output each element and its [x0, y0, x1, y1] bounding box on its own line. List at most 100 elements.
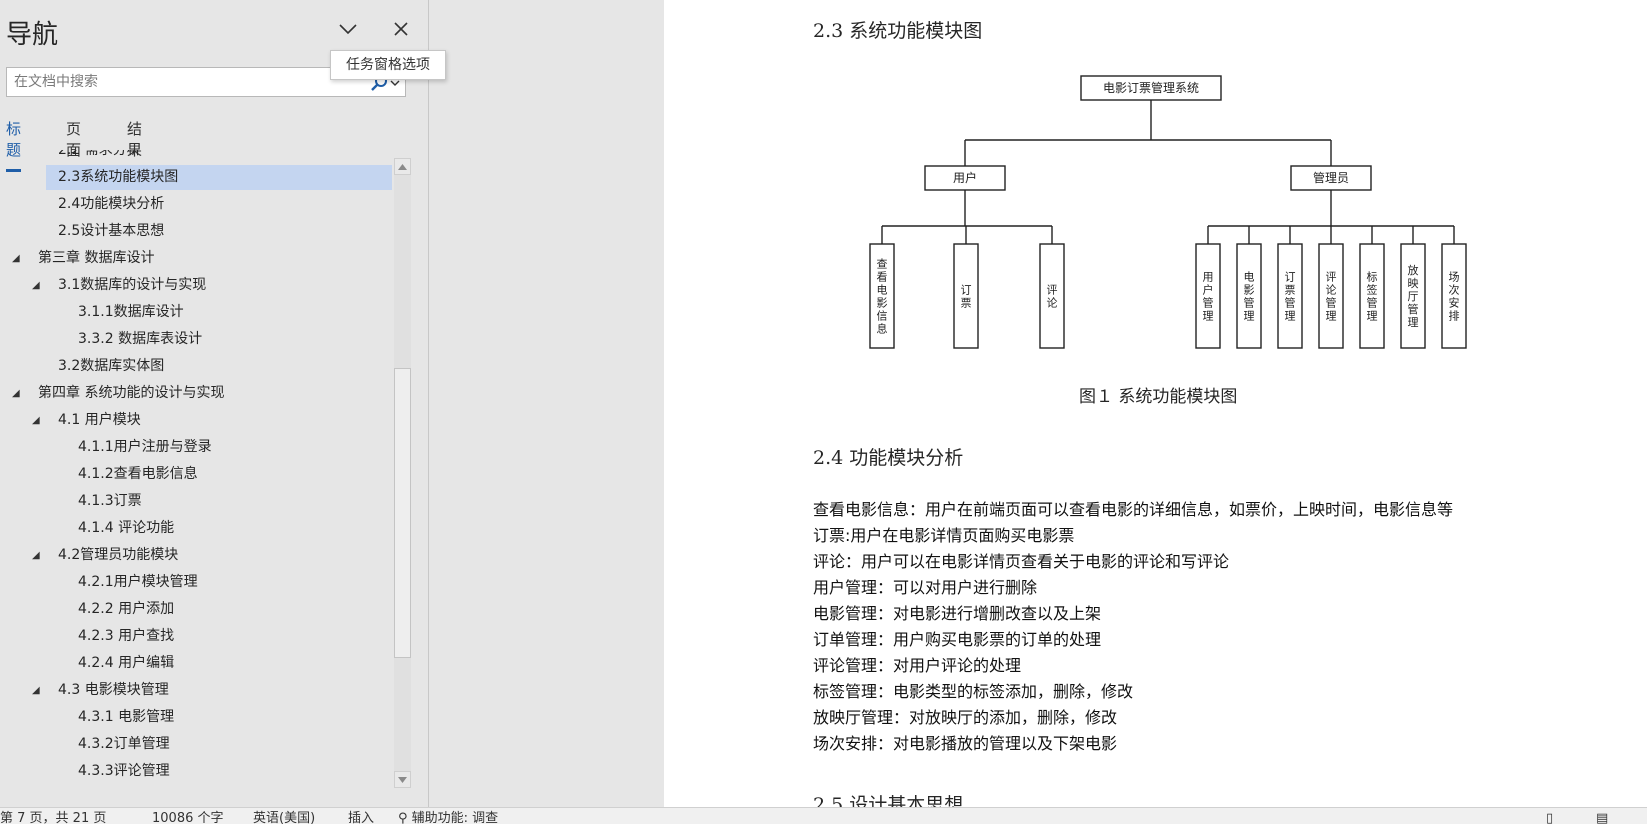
nav-heading-item[interactable]: 4.1.2查看电影信息	[0, 462, 392, 487]
document-page[interactable]: 2.3 系统功能模块图 电影订票管理系统用户管理员查看电影信息订票评论用户管理电…	[664, 0, 1647, 807]
diagram-label: 评论管理	[1326, 271, 1337, 323]
analysis-paragraph[interactable]: 场次安排：对电影播放的管理以及下架电影	[813, 734, 1118, 753]
nav-heading-label: 4.3 电影模块管理	[58, 682, 169, 698]
diagram-label: 放映厅管理	[1408, 263, 1419, 329]
word-count[interactable]: 10086 个字	[152, 811, 224, 824]
diagram-box	[1290, 165, 1372, 191]
tab-headings[interactable]: 标题	[6, 118, 22, 172]
diagram-label: 用户	[953, 170, 977, 185]
nav-heading-item[interactable]: 4.3.3评论管理	[0, 759, 392, 784]
diagram-label: 电影订票管理系统	[1103, 80, 1199, 95]
search-options-dropdown[interactable]	[389, 74, 403, 92]
nav-heading-item[interactable]: 4.3.1 电影管理	[0, 705, 392, 730]
task-pane-options-button[interactable]	[333, 14, 363, 44]
tab-results[interactable]: 结果	[127, 120, 143, 159]
nav-heading-item[interactable]: 4.3.2订单管理	[0, 732, 392, 757]
nav-heading-item[interactable]: 2.5设计基本思想	[0, 219, 392, 244]
diagram-label: 用户管理	[1203, 271, 1214, 323]
nav-heading-item[interactable]: ◢4.1 用户模块	[0, 408, 392, 433]
nav-heading-item[interactable]: 4.1.3订票	[0, 489, 392, 514]
nav-heading-item[interactable]: 3.2数据库实体图	[0, 354, 392, 379]
nav-heading-label: 4.1.1用户注册与登录	[78, 439, 212, 455]
nav-heading-item[interactable]: 2.4功能模块分析	[0, 192, 392, 217]
insert-mode[interactable]: 插入	[348, 811, 375, 824]
nav-heading-item[interactable]: 4.2.3 用户查找	[0, 624, 392, 649]
heading-2-4[interactable]: 2.4 功能模块分析	[813, 447, 964, 469]
print-layout-icon[interactable]: ▤	[1596, 811, 1609, 824]
analysis-paragraph[interactable]: 订票:用户在电影详情页面购买电影票	[813, 526, 1075, 545]
diagram-box	[1195, 243, 1221, 349]
collapse-triangle-icon[interactable]: ◢	[32, 415, 40, 426]
analysis-paragraph[interactable]: 订单管理：用户购买电影票的订单的处理	[813, 630, 1102, 649]
analysis-paragraph[interactable]: 用户管理：可以对用户进行删除	[813, 578, 1038, 597]
scroll-down-button[interactable]	[394, 771, 411, 788]
nav-heading-label: 4.2.4 用户编辑	[78, 655, 175, 671]
heading-2-3[interactable]: 2.3 系统功能模块图	[813, 20, 983, 42]
scroll-up-button[interactable]	[394, 158, 411, 175]
diagram-box	[1236, 243, 1262, 349]
diagram-box	[1277, 243, 1303, 349]
analysis-paragraph[interactable]: 评论管理：对用户评论的处理	[813, 656, 1022, 675]
analysis-paragraph[interactable]: 放映厅管理：对放映厅的添加，删除，修改	[813, 708, 1118, 727]
collapse-triangle-icon[interactable]: ◢	[12, 388, 20, 399]
read-mode-icon[interactable]: ▯	[1546, 811, 1554, 824]
nav-heading-item[interactable]: ◢4.2管理员功能模块	[0, 543, 392, 568]
nav-heading-label: 3.1数据库的设计与实现	[58, 277, 207, 293]
nav-heading-item[interactable]: 3.3.2 数据库表设计	[0, 327, 392, 352]
collapse-triangle-icon[interactable]: ◢	[32, 550, 40, 561]
page-count[interactable]: 第 7 页，共 21 页	[0, 811, 107, 824]
diagram-box	[924, 165, 1006, 191]
close-pane-button[interactable]	[386, 14, 416, 44]
nav-heading-item[interactable]: 4.2.4 用户编辑	[0, 651, 392, 676]
nav-heading-item[interactable]: 2.3系统功能模块图	[46, 165, 392, 190]
accessibility-status[interactable]: ⚲ 辅助功能: 调查	[398, 811, 499, 824]
nav-heading-label: 4.1.3订票	[78, 493, 142, 509]
nav-heading-item[interactable]: 4.2.1用户模块管理	[0, 570, 392, 595]
nav-heading-item[interactable]: 4.1.4 评论功能	[0, 516, 392, 541]
nav-heading-item[interactable]: 2.2 需求分析	[0, 150, 392, 163]
analysis-paragraph[interactable]: 标签管理：电影类型的标签添加，删除，修改	[813, 682, 1134, 701]
nav-heading-label: 3.1.1数据库设计	[78, 304, 184, 320]
analysis-paragraph[interactable]: 查看电影信息：用户在前端页面可以查看电影的详细信息，如票价，上映时间，电影信息等	[813, 500, 1454, 519]
chevron-down-icon	[339, 24, 357, 35]
nav-heading-item[interactable]: ◢ 4.3 电影模块管理	[0, 678, 392, 703]
nav-heading-item[interactable]: ◢ 3.1数据库的设计与实现	[0, 273, 392, 298]
analysis-paragraph[interactable]: 评论：用户可以在电影详情页查看关于电影的评论和写评论	[813, 552, 1230, 571]
nav-heading-label: 4.1.4 评论功能	[78, 520, 175, 536]
tab-pages[interactable]: 页面	[66, 120, 82, 159]
collapse-triangle-icon[interactable]: ◢	[32, 280, 40, 291]
nav-heading-label: 3.2数据库实体图	[58, 358, 165, 374]
collapse-triangle-icon[interactable]: ◢	[12, 253, 20, 264]
nav-heading-item[interactable]: ◢第三章 数据库设计	[0, 246, 392, 271]
nav-heading-label: 2.3系统功能模块图	[58, 169, 179, 185]
nav-heading-item[interactable]: ◢第四章 系统功能的设计与实现	[0, 381, 392, 406]
nav-heading-label: 3.3.2 数据库表设计	[78, 331, 203, 347]
nav-scrollbar[interactable]	[394, 158, 411, 788]
triangle-down-icon	[398, 776, 407, 783]
language-indicator[interactable]: 英语(美国)	[253, 811, 316, 824]
nav-heading-label: 4.3.1 电影管理	[78, 709, 175, 725]
nav-heading-item[interactable]: 4.1.1用户注册与登录	[0, 435, 392, 460]
diagram-label: 管理员	[1313, 170, 1349, 185]
diagram-box	[1400, 243, 1426, 349]
diagram-box	[953, 243, 979, 349]
heading-2-5[interactable]: 2.5 设计基本思想	[813, 794, 964, 807]
nav-heading-label: 4.2.1用户模块管理	[78, 574, 198, 590]
nav-heading-item[interactable]: 4.2.2 用户添加	[0, 597, 392, 622]
nav-heading-label: 4.3.2订单管理	[78, 736, 170, 752]
collapse-triangle-icon[interactable]: ◢	[32, 685, 40, 696]
analysis-paragraph[interactable]: 电影管理：对电影进行增删改查以及上架	[813, 604, 1102, 623]
diagram-box	[1441, 243, 1467, 349]
nav-heading-item[interactable]: 3.1.1数据库设计	[0, 300, 392, 325]
diagram-label: 电影管理	[1244, 271, 1255, 323]
nav-heading-label: 4.3.3评论管理	[78, 763, 170, 779]
figure-caption[interactable]: 图１ 系统功能模块图	[1079, 387, 1238, 407]
search-input[interactable]	[7, 68, 381, 96]
scroll-thumb[interactable]	[394, 368, 411, 658]
diagram-label: 场次安排	[1449, 270, 1460, 323]
tooltip: 任务窗格选项	[330, 50, 446, 80]
nav-heading-label: 4.2.3 用户查找	[78, 628, 175, 644]
nav-heading-label: 4.2.2 用户添加	[78, 601, 175, 617]
